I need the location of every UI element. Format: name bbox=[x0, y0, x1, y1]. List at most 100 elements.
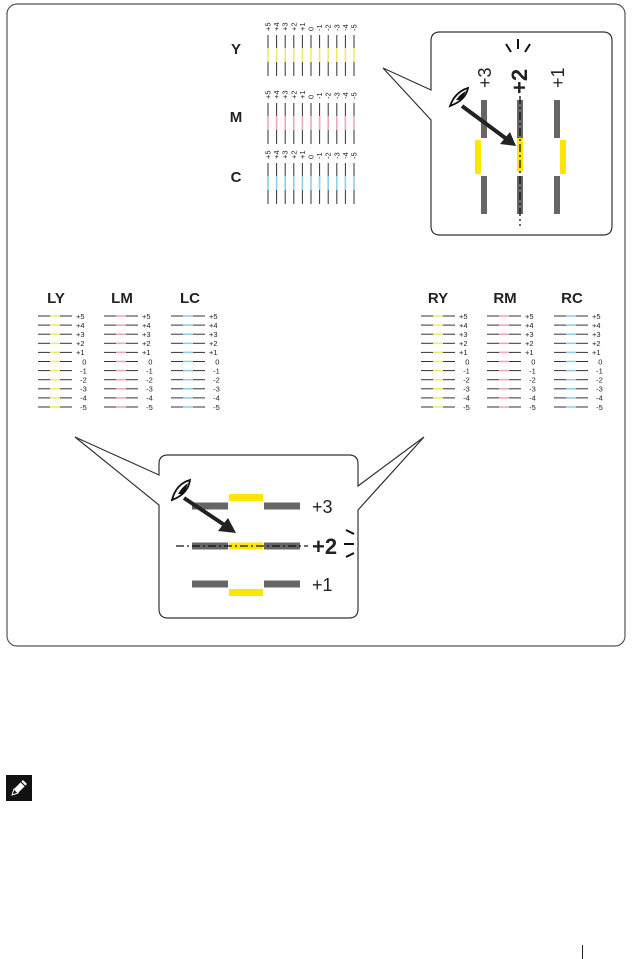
zoom-bottom-label: +1 bbox=[312, 575, 333, 595]
top-zoom-content: +3+2+1 bbox=[448, 39, 568, 226]
horizontal-chart-label: RM bbox=[493, 290, 516, 307]
horizontal-tick-label: +4 bbox=[525, 321, 534, 330]
vertical-tick-label: -3 bbox=[332, 24, 341, 31]
horizontal-tick-label: +5 bbox=[142, 312, 151, 321]
horizontal-tick-label: -5 bbox=[76, 403, 87, 412]
vertical-tick-label: -3 bbox=[332, 92, 341, 99]
horizontal-chart-LC: LC+5+4+3+2+1 0 -1 -2 -3 -4 -5 bbox=[171, 290, 220, 412]
vertical-tick-label: -5 bbox=[350, 152, 359, 159]
horizontal-tick-label: -2 bbox=[76, 376, 87, 385]
vertical-tick-label: -4 bbox=[341, 152, 350, 159]
horizontal-tick-label: +2 bbox=[459, 339, 468, 348]
horizontal-tick-label: -3 bbox=[209, 385, 220, 394]
horizontal-chart-LY: LY+5+4+3+2+1 0 -1 -2 -3 -4 -5 bbox=[38, 290, 87, 412]
horizontal-tick-label: -4 bbox=[76, 394, 87, 403]
horizontal-tick-label: +2 bbox=[142, 339, 151, 348]
horizontal-tick-label: 0 bbox=[209, 357, 219, 366]
vertical-chart-label: M bbox=[230, 109, 243, 126]
arrow-icon bbox=[218, 518, 236, 533]
vertical-tick-label: -2 bbox=[324, 24, 333, 31]
vertical-tick-label: 0 bbox=[307, 155, 316, 159]
horizontal-tick-label: -3 bbox=[525, 385, 536, 394]
vertical-tick-label: -1 bbox=[315, 24, 324, 31]
horizontal-chart-RC: RC+5+4+3+2+1 0 -1 -2 -3 -4 -5 bbox=[554, 290, 603, 412]
vertical-tick-label: -5 bbox=[350, 92, 359, 99]
horizontal-tick-label: -1 bbox=[142, 366, 153, 375]
horizontal-tick-label: +4 bbox=[142, 321, 151, 330]
horizontal-tick-label: -3 bbox=[459, 385, 470, 394]
horizontal-chart-label: LY bbox=[47, 290, 65, 307]
horizontal-chart-label: RC bbox=[561, 290, 583, 307]
vertical-tick-label: +1 bbox=[298, 90, 307, 99]
vertical-tick-label: +5 bbox=[264, 150, 273, 159]
horizontal-tick-label: +4 bbox=[592, 321, 601, 330]
vertical-tick-label: +3 bbox=[281, 90, 290, 99]
bottom-zoom-content: +3+2+1 bbox=[170, 478, 355, 596]
zoom-bottom-label: +2 bbox=[312, 534, 337, 559]
horizontal-tick-label: -5 bbox=[142, 403, 153, 412]
horizontal-tick-label: -4 bbox=[142, 394, 153, 403]
arrow-icon bbox=[182, 496, 228, 528]
bottom-zoom-bubble bbox=[74, 436, 425, 619]
vertical-tick-label: +4 bbox=[272, 22, 281, 31]
horizontal-chart-label: LM bbox=[111, 290, 133, 307]
horizontal-tick-label: -2 bbox=[459, 376, 470, 385]
zoom-top-bar-lower bbox=[554, 176, 560, 214]
vertical-tick-label: +1 bbox=[298, 150, 307, 159]
zoom-top-bar-upper bbox=[554, 100, 560, 138]
horizontal-tick-label: +2 bbox=[209, 339, 218, 348]
horizontal-tick-label: +1 bbox=[525, 348, 534, 357]
horizontal-tick-label: -2 bbox=[142, 376, 153, 385]
vertical-tick-label: -2 bbox=[324, 152, 333, 159]
horizontal-tick-label: -4 bbox=[525, 394, 536, 403]
vertical-tick-label: +2 bbox=[289, 22, 298, 31]
zoom-bottom-bar-right bbox=[264, 502, 300, 510]
zoom-top-bar-lower bbox=[481, 176, 487, 214]
horizontal-tick-label: -5 bbox=[525, 403, 536, 412]
horizontal-tick-label: -5 bbox=[209, 403, 220, 412]
vertical-tick-label: +5 bbox=[264, 90, 273, 99]
horizontal-tick-label: -1 bbox=[459, 366, 470, 375]
horizontal-tick-label: +5 bbox=[459, 312, 468, 321]
top-zoom-callout: +3+2+1 bbox=[382, 31, 613, 236]
emphasis-marks-icon bbox=[505, 43, 512, 53]
vertical-tick-label: +4 bbox=[272, 90, 281, 99]
zoom-top-bar-upper bbox=[481, 100, 487, 138]
vertical-tick-label: +2 bbox=[289, 150, 298, 159]
vertical-tick-label: -4 bbox=[341, 24, 350, 31]
horizontal-tick-label: -1 bbox=[76, 366, 87, 375]
horizontal-tick-label: +5 bbox=[525, 312, 534, 321]
horizontal-tick-label: +2 bbox=[76, 339, 85, 348]
horizontal-tick-label: 0 bbox=[592, 357, 602, 366]
horizontal-tick-label: +3 bbox=[459, 330, 468, 339]
horizontal-tick-label: -2 bbox=[525, 376, 536, 385]
vertical-tick-label: 0 bbox=[307, 95, 316, 99]
horizontal-tick-label: +5 bbox=[209, 312, 218, 321]
vertical-tick-label: +5 bbox=[264, 22, 273, 31]
horizontal-tick-label: +3 bbox=[525, 330, 534, 339]
horizontal-tick-label: -2 bbox=[209, 376, 220, 385]
horizontal-charts-right: RY+5+4+3+2+1 0 -1 -2 -3 -4 -5RM+5+4+3+2+… bbox=[421, 290, 603, 412]
zoom-top-label: +3 bbox=[475, 67, 495, 88]
horizontal-chart-RY: RY+5+4+3+2+1 0 -1 -2 -3 -4 -5 bbox=[421, 290, 470, 412]
horizontal-tick-label: +3 bbox=[76, 330, 85, 339]
vertical-tick-label: +4 bbox=[272, 150, 281, 159]
vertical-tick-label: -5 bbox=[350, 24, 359, 31]
zoom-top-label: +2 bbox=[507, 69, 532, 94]
figure-frame bbox=[6, 3, 626, 647]
horizontal-chart-RM: RM+5+4+3+2+1 0 -1 -2 -3 -4 -5 bbox=[487, 290, 536, 412]
horizontal-tick-label: +4 bbox=[209, 321, 218, 330]
zoom-top-bar-color bbox=[560, 140, 566, 174]
horizontal-tick-label: -4 bbox=[459, 394, 470, 403]
horizontal-tick-label: +1 bbox=[142, 348, 151, 357]
pencil-note-icon bbox=[6, 775, 32, 801]
horizontal-tick-label: +1 bbox=[209, 348, 218, 357]
horizontal-tick-label: +2 bbox=[525, 339, 534, 348]
horizontal-tick-label: +3 bbox=[592, 330, 601, 339]
arrow-icon bbox=[460, 104, 510, 142]
vertical-tick-label: +3 bbox=[281, 22, 290, 31]
